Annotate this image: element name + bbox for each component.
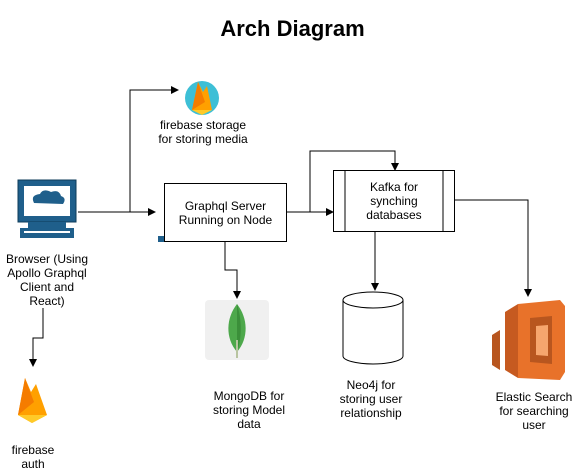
elastic-label-line-2: for searching xyxy=(499,404,569,418)
mongodb-label-line-1: MongoDB for xyxy=(213,389,285,403)
graphql-label-line-2: Running on Node xyxy=(178,212,273,227)
firebase-auth-label-line-1: firebase xyxy=(11,443,55,457)
elastic-label-line-3: user xyxy=(522,418,546,432)
neo4j-label-line-1: Neo4j for xyxy=(346,378,396,392)
diagram-title: Arch Diagram xyxy=(220,16,365,41)
neo4j-label: Neo4j for storing user relationship xyxy=(322,378,420,420)
firebase-auth-label-line-2: auth xyxy=(21,457,45,471)
mongodb-label: MongoDB for storing Model data xyxy=(200,389,298,431)
firebase-storage-icon xyxy=(185,81,219,115)
firebase-storage-label: firebase storage for storing media xyxy=(144,118,262,146)
elastic-search-icon xyxy=(492,300,565,380)
browser-label-line-1: Browser (Using xyxy=(5,252,89,266)
graphql-label-line-1: Graphql Server xyxy=(184,198,267,213)
database-cylinder-icon xyxy=(342,291,404,365)
browser-label-line-4: React) xyxy=(29,294,65,308)
firebase-storage-label-line-1: firebase storage xyxy=(159,118,247,132)
elastic-label-line-1: Elastic Search xyxy=(495,390,573,404)
firebase-auth-label: firebase auth xyxy=(0,443,66,471)
mongodb-leaf-icon xyxy=(205,300,269,360)
kafka-box: Kafka for synching databases xyxy=(333,170,455,232)
browser-label-line-2: Apollo Graphql xyxy=(7,266,87,280)
kafka-label-line-2: synching xyxy=(370,194,418,208)
elastic-label: Elastic Search for searching user xyxy=(484,390,584,432)
graphql-server-box: Graphql Server Running on Node xyxy=(164,183,287,242)
graphql-accent xyxy=(158,236,164,242)
firebase-storage-label-line-2: for storing media xyxy=(158,132,248,146)
connectors xyxy=(29,86,532,367)
kafka-label-line-3: databases xyxy=(366,208,422,222)
neo4j-label-line-2: storing user xyxy=(339,392,403,406)
browser-label: Browser (Using Apollo Graphql Client and… xyxy=(0,252,94,308)
browser-label-line-3: Client and xyxy=(19,280,75,294)
mongodb-label-line-3: data xyxy=(237,417,261,431)
firebase-auth-icon xyxy=(18,378,47,423)
computer-monitor-icon xyxy=(17,179,77,238)
mongodb-label-line-2: storing Model xyxy=(212,403,286,417)
kafka-label-line-1: Kafka for xyxy=(369,180,418,194)
neo4j-label-line-3: relationship xyxy=(340,406,402,420)
